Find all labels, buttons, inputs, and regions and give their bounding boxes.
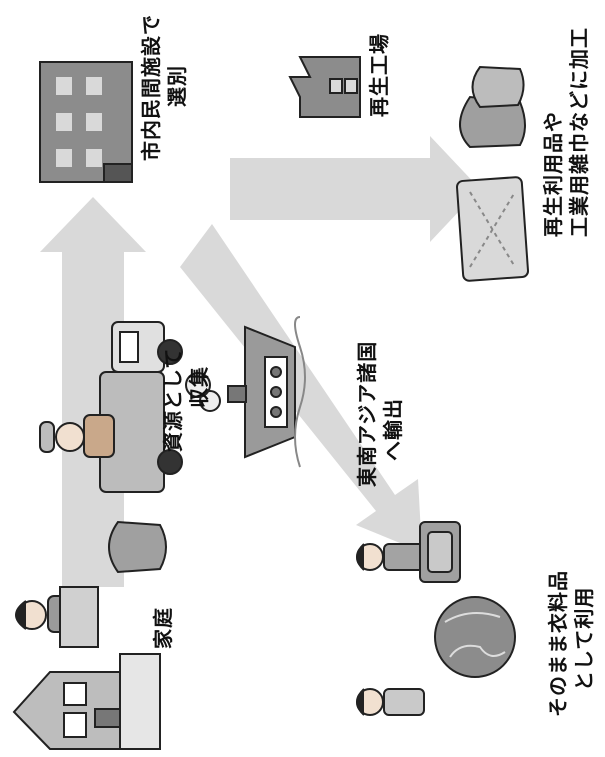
person-icon [15, 586, 99, 648]
building-icon [39, 61, 133, 183]
factory-icon [288, 56, 361, 118]
rag-icon [455, 176, 530, 282]
home-label: 家庭 [151, 607, 175, 649]
clothes-bag-icon [108, 520, 167, 574]
reuse-label: そのまま衣料品 として利用 [546, 570, 596, 717]
flow-arrows [40, 136, 480, 587]
facility-label: 市内民間施設で 選別 [139, 14, 189, 161]
gloves-icon [459, 65, 526, 149]
house-icon [12, 653, 161, 750]
factory-label: 再生工場 [367, 33, 391, 117]
ship-icon [185, 316, 306, 468]
collect-label: 資源として 収集 [161, 347, 211, 452]
truck-icon [99, 321, 183, 493]
worker-icon [39, 414, 115, 458]
arrow-facility-to-factory [230, 136, 480, 242]
arrow-facility-to-reuse [180, 224, 422, 552]
export-label: 東南アジア諸国 へ輸出 [355, 340, 405, 487]
children-icon [356, 543, 425, 716]
globe-icon [434, 596, 516, 678]
recycle-label: 再生利用品や 工業用雑巾などに加工 [541, 27, 591, 237]
folded-clothes-icon [419, 521, 461, 583]
